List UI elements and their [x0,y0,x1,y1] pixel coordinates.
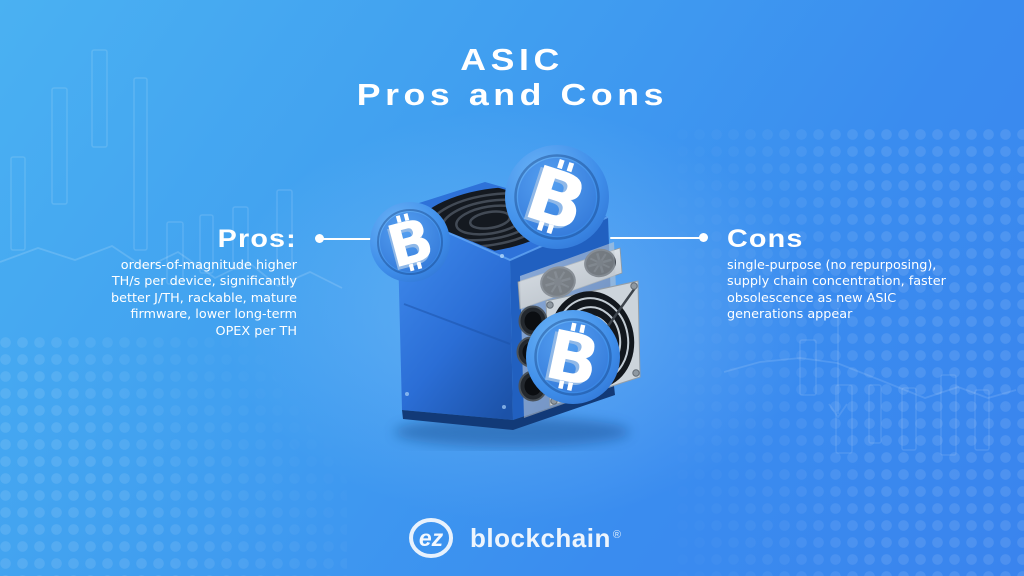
cons-block: Cons single-purpose (no repurposing), su… [727,225,972,324]
pros-connector-dot [315,234,324,243]
logo-wordmark: blockchain® [470,522,621,554]
bitcoin-coin-icon: B B [526,310,620,406]
pros-line: better J/TH, rackable, mature [110,290,297,306]
pros-block: Pros: orders-of-magnitude higher TH/s pe… [57,225,297,340]
ez-logo-icon: ez [409,518,454,558]
cons-line: generations appear [727,307,853,323]
bar-chart-outline-right [799,339,990,456]
pros-text: orders-of-magnitude higher TH/s per devi… [57,258,297,340]
cons-line: single-purpose (no repurposing), [727,258,937,273]
pros-line: firmware, lower long-term [130,307,297,323]
bar-chart-outline-left [10,49,293,285]
svg-text:ez: ez [419,525,444,551]
page-title: ASIC Pros and Cons [0,42,1024,112]
cons-connector-dot [699,233,708,242]
down-arrow-outline [828,308,848,419]
cons-line: supply chain concentration, faster [727,274,946,290]
miner-shadow [394,417,630,447]
cons-line: obsolescence as new ASIC [727,290,897,306]
halftone-dots-right [606,126,1024,576]
pros-line: OPEX per TH [215,323,297,339]
zigzag-line-left [0,244,343,289]
pros-line: orders-of-magnitude higher [120,258,297,273]
pros-line: TH/s per device, significantly [111,274,297,290]
title-line-2: Pros and Cons [356,77,668,112]
pros-heading: Pros: [217,225,297,253]
bitcoin-coin-icon: B B [505,145,609,252]
cons-heading: Cons [727,225,804,253]
halftone-dots-left [0,334,347,576]
title-line-1: ASIC [460,42,564,77]
trend-line-right [723,357,1017,399]
cons-connector-line [610,237,703,239]
cons-text: single-purpose (no repurposing), supply … [727,258,972,324]
ezblockchain-logo: ez blockchain® [405,517,621,559]
logo-name: blockchain [470,522,611,553]
asic-miner-illustration: B B B B B B [370,145,641,447]
registered-mark: ® [612,528,621,541]
bitcoin-coin-icon: B B [370,202,450,285]
